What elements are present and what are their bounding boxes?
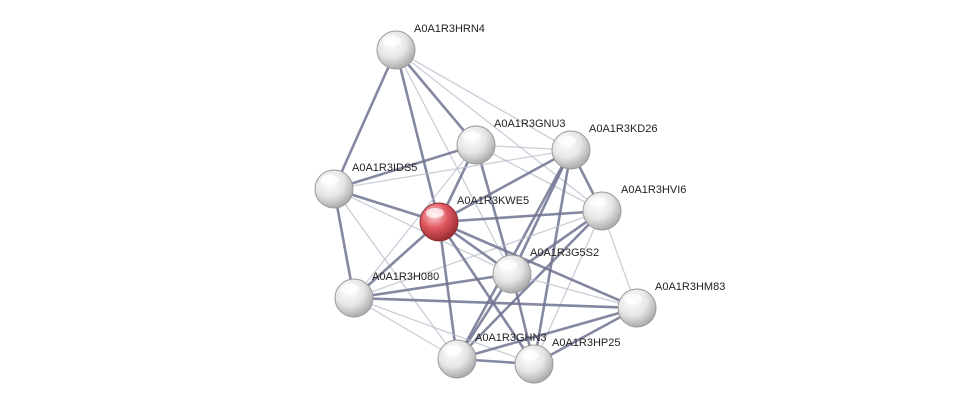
- edge-kwe5-hm83: [437, 220, 639, 310]
- edge-kd26-hp25: [532, 148, 573, 366]
- node-highlight: [499, 260, 517, 270]
- node-ids5[interactable]: A0A1R3IDS5: [314, 162, 417, 209]
- edge-h080-ghn3: [353, 297, 458, 360]
- node-h080[interactable]: A0A1R3H080: [334, 271, 439, 318]
- edge-hvi6-h080: [353, 210, 603, 299]
- node-label-hm83: A0A1R3HM83: [655, 281, 725, 293]
- node-highlight: [341, 284, 359, 294]
- node-label-gnu3: A0A1R3GNU3: [494, 118, 566, 130]
- node-hvi6[interactable]: A0A1R3HVI6: [582, 184, 686, 231]
- node-label-hrn4: A0A1R3HRN4: [414, 23, 485, 35]
- node-label-kwe5: A0A1R3KWE5: [457, 195, 529, 207]
- edge-hrn4-g5s2: [395, 49, 513, 275]
- edge-g5s2-h080: [352, 272, 514, 300]
- node-label-h080: A0A1R3H080: [372, 271, 439, 283]
- node-label-ghn3: A0A1R3GHN3: [475, 332, 547, 344]
- edge-hrn4-hvi6: [395, 49, 603, 212]
- edge-hrn4-gnu3: [394, 48, 478, 147]
- edge-h080-hm83: [352, 296, 639, 310]
- edge-g5s2-hm83: [511, 273, 638, 309]
- node-highlight: [426, 208, 444, 218]
- edge-hm83-ghn3: [455, 306, 639, 361]
- node-ghn3[interactable]: A0A1R3GHN3: [437, 332, 547, 379]
- edge-h080-hp25: [353, 297, 535, 365]
- node-highlight: [321, 175, 339, 185]
- node-hm83[interactable]: A0A1R3HM83: [617, 281, 725, 328]
- edge-gnu3-h080: [353, 144, 477, 299]
- node-hp25[interactable]: A0A1R3HP25: [514, 337, 621, 384]
- node-highlight: [558, 136, 576, 146]
- node-highlight: [624, 294, 642, 304]
- node-label-ids5: A0A1R3IDS5: [352, 162, 417, 174]
- node-gnu3[interactable]: A0A1R3GNU3: [456, 118, 566, 165]
- edge-hrn4-ids5: [332, 48, 398, 191]
- edge-hvi6-kwe5: [437, 209, 604, 224]
- node-kd26[interactable]: A0A1R3KD26: [551, 123, 658, 170]
- node-label-kd26: A0A1R3KD26: [589, 123, 658, 135]
- edge-hvi6-ghn3: [455, 209, 604, 361]
- node-label-hp25: A0A1R3HP25: [552, 337, 621, 349]
- node-hrn4[interactable]: A0A1R3HRN4: [376, 23, 485, 70]
- node-highlight: [521, 350, 539, 360]
- edge-hvi6-hp25: [533, 210, 603, 365]
- edge-ids5-ghn3: [333, 188, 458, 360]
- edge-gnu3-hvi6: [475, 144, 603, 212]
- node-highlight: [383, 36, 401, 46]
- edge-kwe5-ghn3: [437, 220, 459, 361]
- node-highlight: [589, 197, 607, 207]
- edge-kd26-kwe5: [437, 148, 573, 224]
- node-kwe5[interactable]: A0A1R3KWE5: [419, 195, 529, 242]
- node-label-hvi6: A0A1R3HVI6: [621, 184, 686, 196]
- edge-hm83-hp25: [532, 306, 639, 366]
- edge-hrn4-kd26: [395, 49, 572, 151]
- node-highlight: [444, 345, 462, 355]
- node-highlight: [463, 131, 481, 141]
- edge-kd26-ids5: [333, 149, 572, 190]
- node-label-g5s2: A0A1R3G5S2: [530, 247, 599, 259]
- edge-gnu3-ids5: [332, 143, 478, 191]
- edge-hrn4-kwe5: [394, 48, 441, 224]
- node-g5s2[interactable]: A0A1R3G5S2: [492, 247, 599, 294]
